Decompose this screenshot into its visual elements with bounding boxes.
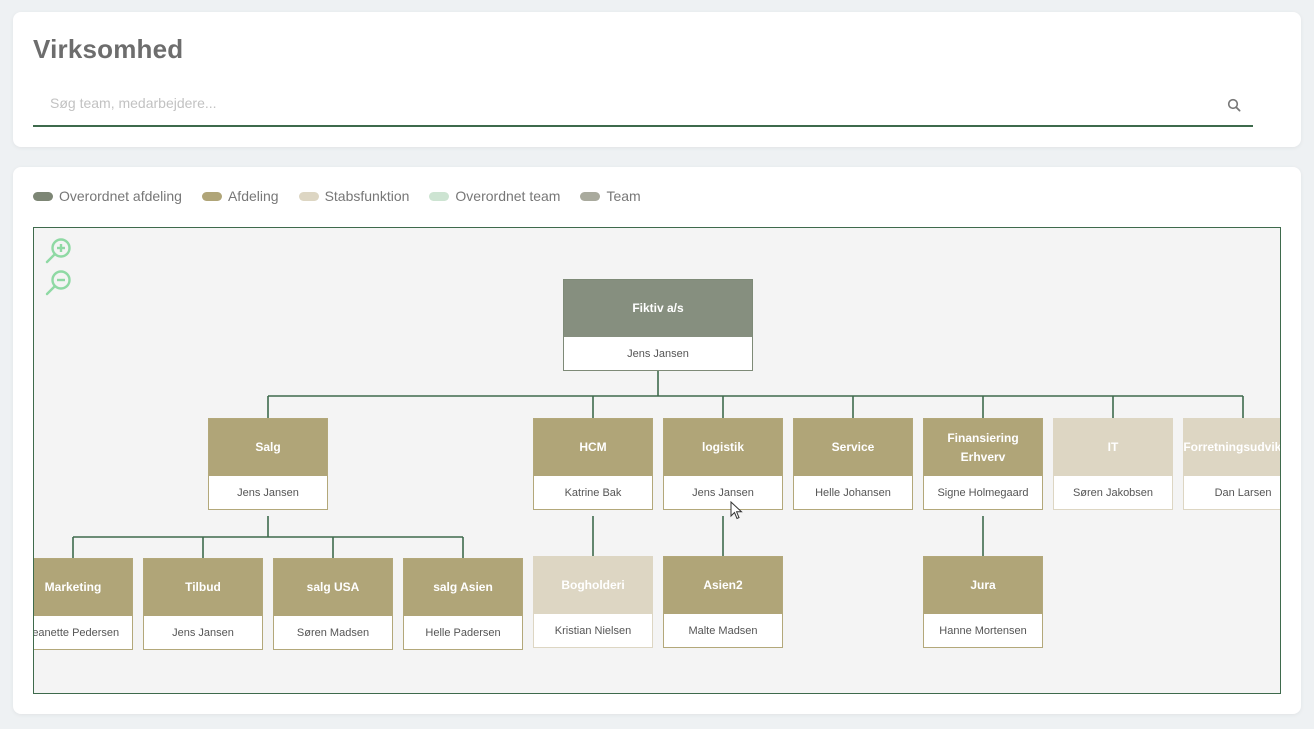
search-card: Virksomhed (13, 12, 1301, 147)
node-person: Søren Madsen (296, 626, 370, 639)
node-person: Helle Johansen (815, 486, 891, 499)
node-title: Fiktiv a/s (564, 280, 752, 337)
legend-item-overordnet-team: Overordnet team (429, 188, 560, 204)
node-title: Forretningsudvikling (1184, 419, 1280, 476)
node-title: Tilbud (144, 559, 262, 616)
legend-item-overordnet-afdeling: Overordnet afdeling (33, 188, 182, 204)
node-title: Marketing (34, 559, 132, 616)
org-node-marketing[interactable]: Marketing Jeanette Pedersen (33, 558, 133, 650)
node-person: Malte Madsen (688, 624, 758, 637)
page-title: Virksomhed (33, 34, 184, 64)
node-person: Jens Jansen (172, 626, 234, 639)
org-node-finansiering-erhverv[interactable]: Finansiering Erhverv Signe Holmegaard (923, 418, 1043, 510)
org-node-forretningsudvikling[interactable]: Forretningsudvikling Dan Larsen (1183, 418, 1280, 510)
node-title: Finansiering Erhverv (924, 419, 1042, 476)
node-person: Jeanette Pedersen (33, 626, 120, 639)
legend-label: Overordnet afdeling (59, 188, 182, 204)
node-person: Jens Jansen (237, 486, 299, 499)
node-title: Jura (924, 557, 1042, 614)
node-person: Jens Jansen (692, 486, 754, 499)
org-node-root[interactable]: Fiktiv a/s Jens Jansen (563, 279, 753, 371)
legend-swatch (580, 191, 601, 201)
node-title: Bogholderi (534, 557, 652, 614)
node-title: salg USA (274, 559, 392, 616)
legend-item-stabsfunktion: Stabsfunktion (298, 188, 410, 204)
org-node-salg-asien[interactable]: salg Asien Helle Padersen (403, 558, 523, 650)
legend-item-team: Team (580, 188, 641, 204)
search-icon[interactable] (1227, 98, 1241, 112)
node-title: Asien2 (664, 557, 782, 614)
search-field[interactable] (33, 90, 1253, 127)
org-node-logistik[interactable]: logistik Jens Jansen (663, 418, 783, 510)
node-person: Søren Jakobsen (1072, 486, 1154, 499)
node-title: IT (1054, 419, 1172, 476)
org-node-it[interactable]: IT Søren Jakobsen (1053, 418, 1173, 510)
mouse-cursor-icon (730, 501, 743, 520)
org-node-jura[interactable]: Jura Hanne Mortensen (923, 556, 1043, 648)
node-person: Kristian Nielsen (554, 624, 632, 637)
node-title: salg Asien (404, 559, 522, 616)
legend-label: Afdeling (227, 188, 279, 204)
node-title: Salg (209, 419, 327, 476)
connector-lines (72, 371, 1244, 558)
org-node-service[interactable]: Service Helle Johansen (793, 418, 913, 510)
legend-label: Stabsfunktion (324, 188, 410, 204)
legend-swatch (201, 191, 222, 201)
org-node-asien2[interactable]: Asien2 Malte Madsen (663, 556, 783, 648)
legend-label: Team (606, 188, 641, 204)
org-node-salg[interactable]: Salg Jens Jansen (208, 418, 328, 510)
node-title: Service (794, 419, 912, 476)
zoom-out-icon[interactable] (43, 268, 73, 298)
node-person: Signe Holmegaard (937, 486, 1029, 499)
legend-label: Overordnet team (455, 188, 561, 204)
search-input[interactable] (33, 90, 1223, 116)
legend-swatch (298, 191, 319, 201)
node-person: Jens Jansen (627, 347, 689, 360)
org-node-salg-usa[interactable]: salg USA Søren Madsen (273, 558, 393, 650)
node-person: Hanne Mortensen (939, 624, 1027, 637)
legend: Overordnet afdeling Afdeling Stabsfunkti… (33, 188, 661, 204)
node-title: logistik (664, 419, 782, 476)
node-person: Dan Larsen (1214, 486, 1272, 499)
node-person: Helle Padersen (425, 626, 501, 639)
legend-swatch (33, 191, 53, 201)
org-node-bogholderi[interactable]: Bogholderi Kristian Nielsen (533, 556, 653, 648)
node-person: Katrine Bak (564, 486, 622, 499)
org-chart-canvas[interactable]: Fiktiv a/s Jens Jansen Salg Jens Jansen … (33, 227, 1281, 694)
legend-swatch (429, 191, 450, 201)
org-node-tilbud[interactable]: Tilbud Jens Jansen (143, 558, 263, 650)
zoom-in-icon[interactable] (43, 236, 73, 266)
org-node-hcm[interactable]: HCM Katrine Bak (533, 418, 653, 510)
org-chart-card: Overordnet afdeling Afdeling Stabsfunkti… (13, 167, 1301, 714)
legend-item-afdeling: Afdeling (201, 188, 279, 204)
node-title: HCM (534, 419, 652, 476)
